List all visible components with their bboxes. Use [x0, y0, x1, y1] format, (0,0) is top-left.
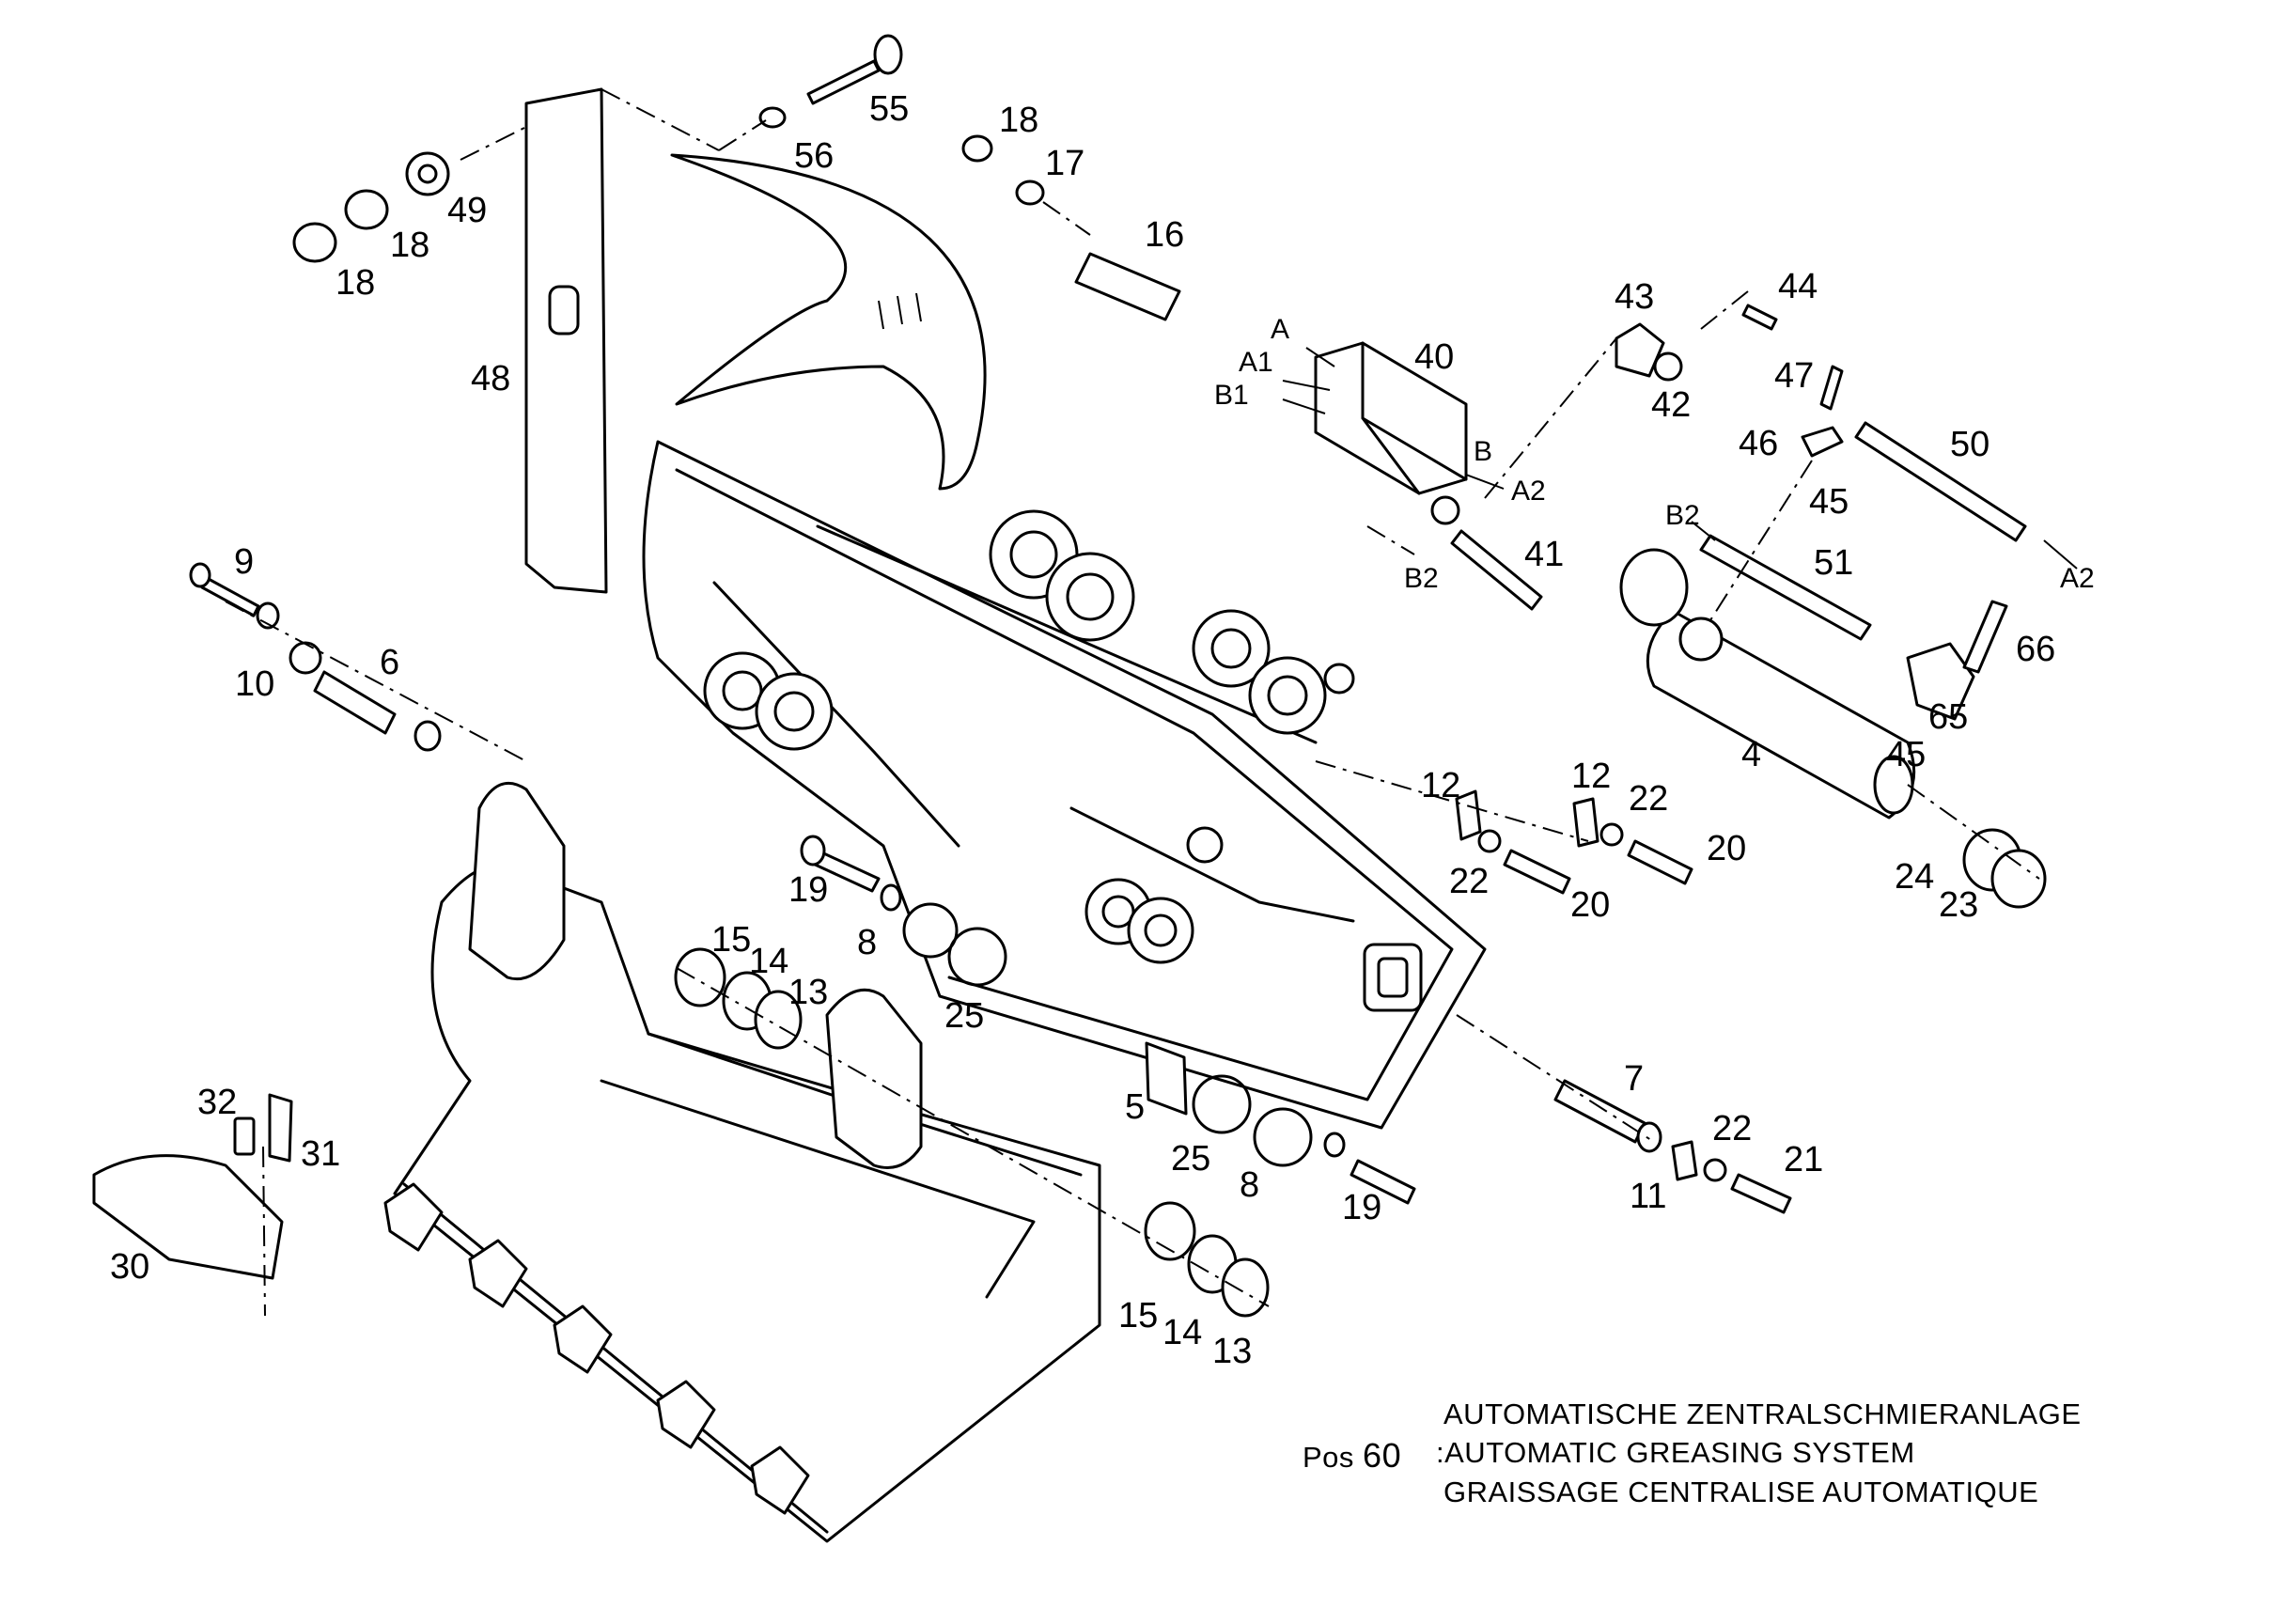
distributor-block-40	[1314, 341, 1468, 495]
callout-14b: 14	[1162, 1313, 1202, 1352]
callout-44: 44	[1778, 267, 1818, 306]
port-B1: B1	[1214, 380, 1249, 411]
callout-18b: 18	[390, 226, 429, 265]
note-line-english-text: AUTOMATIC GREASING SYSTEM	[1444, 1436, 1915, 1469]
callout-18a: 18	[999, 101, 1038, 140]
callout-14a: 14	[749, 942, 788, 981]
callout-45b: 45	[1886, 735, 1926, 774]
position-reference: Pos 60	[1303, 1436, 1401, 1476]
callout-51: 51	[1814, 543, 1853, 583]
pos-number: 60	[1363, 1436, 1402, 1475]
callout-8b: 8	[1240, 1165, 1259, 1205]
port-labels: A A1 B1 B A2 B2 B2 A2	[1214, 314, 2095, 594]
callout-24: 24	[1895, 857, 1934, 897]
callout-4: 4	[1741, 735, 1761, 774]
callout-16: 16	[1145, 215, 1184, 255]
callout-18c: 18	[335, 263, 375, 303]
callout-42: 42	[1651, 385, 1691, 425]
callout-15b: 15	[1118, 1296, 1158, 1335]
callout-9: 9	[234, 542, 254, 582]
callout-32: 32	[197, 1083, 237, 1122]
port-B: B	[1474, 436, 1492, 467]
callout-10: 10	[235, 664, 274, 704]
callout-20b: 20	[1707, 829, 1746, 868]
pos-label: Pos	[1303, 1441, 1354, 1474]
callout-65: 65	[1928, 697, 1968, 737]
top-cover-plate	[670, 153, 987, 491]
stick-arm	[642, 440, 1487, 1130]
callout-22a: 22	[1449, 862, 1489, 901]
callout-22b: 22	[1629, 779, 1668, 819]
callout-25a: 25	[944, 996, 984, 1036]
callout-46: 46	[1739, 424, 1778, 463]
callout-11: 11	[1630, 1177, 1666, 1216]
callout-labels: 4 5 6 7 8 8 9 10 11 12 12 13 13 14 14 15…	[110, 89, 2055, 1371]
callout-50: 50	[1950, 425, 1989, 464]
callout-30: 30	[110, 1247, 149, 1287]
side-plate-48	[524, 87, 608, 594]
callout-12a: 12	[1421, 766, 1460, 805]
callout-43: 43	[1615, 277, 1654, 317]
port-B2-block: B2	[1404, 563, 1439, 594]
callout-31: 31	[301, 1134, 340, 1174]
port-A2-hose: A2	[2060, 563, 2095, 594]
callout-47: 47	[1774, 356, 1814, 396]
note-line-english: :AUTOMATIC GREASING SYSTEM	[1436, 1436, 1915, 1470]
bucket	[383, 781, 1101, 1543]
callout-56: 56	[794, 136, 834, 176]
callout-66: 66	[2016, 630, 2055, 669]
callout-21: 21	[1784, 1140, 1823, 1179]
callout-13a: 13	[788, 973, 828, 1012]
hoses	[1699, 421, 2027, 641]
callout-40: 40	[1414, 337, 1454, 377]
callout-5: 5	[1125, 1087, 1145, 1127]
callout-49: 49	[447, 191, 487, 230]
callout-17: 17	[1045, 144, 1084, 183]
note-line-german: AUTOMATISCHE ZENTRALSCHMIERANLAGE	[1443, 1398, 2082, 1430]
callout-19a: 19	[788, 870, 828, 910]
port-B2-hose: B2	[1665, 500, 1700, 531]
port-A1: A1	[1239, 347, 1273, 378]
note-separator: :	[1436, 1436, 1445, 1469]
note-line-french: GRAISSAGE CENTRALISE AUTOMATIQUE	[1443, 1476, 2039, 1508]
callout-48: 48	[471, 359, 510, 398]
callout-19b: 19	[1342, 1188, 1381, 1227]
assembly-lines	[225, 88, 2078, 1317]
port-A2-block: A2	[1511, 476, 1546, 507]
callout-20a: 20	[1570, 885, 1610, 925]
callout-13b: 13	[1212, 1332, 1252, 1371]
callout-41: 41	[1524, 535, 1564, 574]
callout-25b: 25	[1171, 1139, 1210, 1179]
mounting-lugs	[703, 509, 1355, 964]
callout-23: 23	[1939, 885, 1978, 925]
callout-45a: 45	[1809, 482, 1849, 522]
port-A: A	[1271, 314, 1289, 345]
callout-6: 6	[380, 643, 399, 682]
hydraulic-cylinder-4	[1619, 548, 1916, 820]
callout-12b: 12	[1571, 757, 1611, 796]
callout-55: 55	[869, 89, 909, 129]
callout-8a: 8	[857, 923, 877, 962]
callout-22c: 22	[1712, 1109, 1752, 1148]
callout-7: 7	[1624, 1059, 1644, 1099]
hardware	[92, 34, 2047, 1318]
callout-15a: 15	[711, 920, 751, 960]
